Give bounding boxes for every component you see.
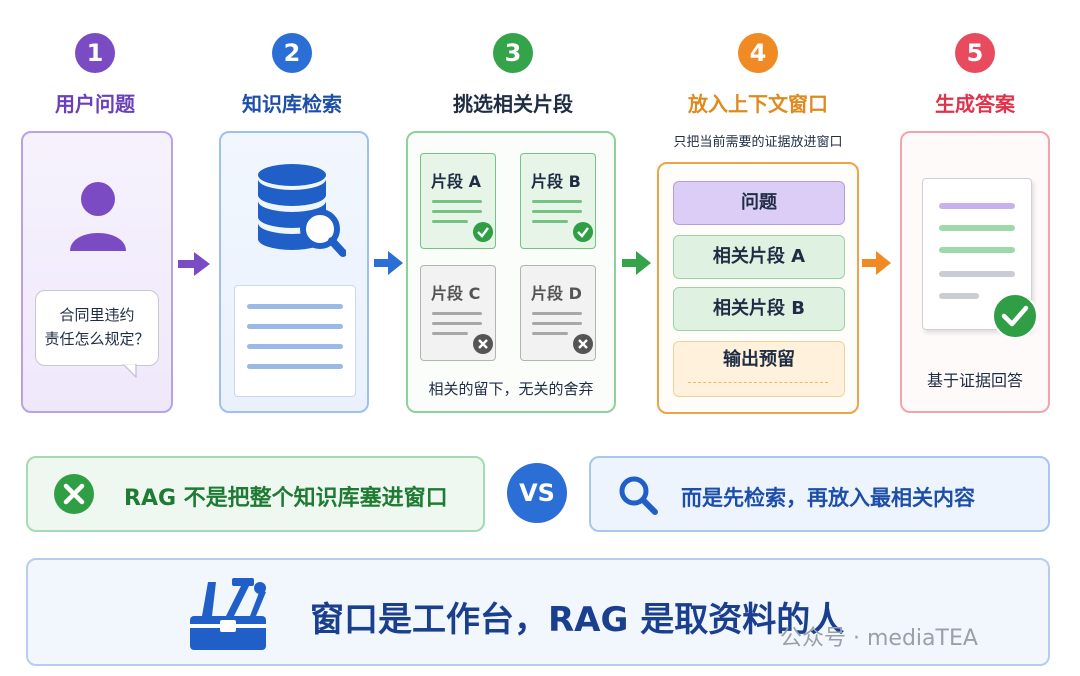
step-1-badge: 1 — [75, 33, 115, 73]
vs-badge: VS — [507, 463, 567, 523]
fragment-a-label: 片段 A — [431, 172, 481, 191]
fragment-b: 片段 B — [520, 153, 596, 249]
context-row-output-reserve: 输出预留 — [673, 341, 845, 397]
context-row-fragment-b: 相关片段 B — [673, 287, 845, 331]
toolbox-icon — [190, 578, 266, 650]
arrow-right-icon — [622, 251, 651, 275]
retrieve-first-text: 而是先检索，再放入最相关内容 — [681, 486, 975, 510]
fragment-caption: 相关的留下，无关的舍弃 — [428, 380, 594, 398]
context-row-fragment-a: 相关片段 A — [673, 235, 845, 279]
step-2-badge: 2 — [272, 33, 312, 73]
step-5-title: 生成答案 — [935, 92, 1015, 116]
not-stuff-everything-panel: RAG 不是把整个知识库塞进窗口 — [26, 456, 485, 532]
answer-caption: 基于证据回答 — [926, 371, 1023, 390]
context-window-card: 问题 相关片段 A 相关片段 B 输出预留 — [657, 162, 859, 414]
arrow-right-icon — [374, 251, 403, 275]
reject-icon — [473, 334, 493, 354]
fragment-c: 片段 C — [420, 265, 496, 361]
step-3-title: 挑选相关片段 — [453, 92, 573, 116]
check-icon — [473, 222, 493, 242]
question-line-1: 合同里违约 — [59, 306, 135, 324]
question-line-2: 责任怎么规定？ — [44, 330, 150, 348]
retrieve-first-panel: 而是先检索，再放入最相关内容 — [589, 456, 1050, 532]
watermark: 公众号 · mediaTEA — [780, 626, 978, 651]
step-1-title: 用户问题 — [55, 92, 135, 116]
cross-icon — [54, 474, 94, 514]
step-3-badge: 3 — [493, 33, 533, 73]
summary-banner: 窗口是工作台，RAG 是取资料的人 — [26, 558, 1050, 666]
not-stuff-everything-text: RAG 不是把整个知识库塞进窗口 — [124, 486, 448, 511]
context-row-question: 问题 — [673, 181, 845, 225]
arrow-right-icon — [862, 251, 891, 275]
output-reserve-label: 输出预留 — [723, 349, 795, 370]
bubble-tail — [122, 364, 137, 378]
fragment-a: 片段 A — [420, 153, 496, 249]
check-icon — [573, 222, 593, 242]
user-question-card: 合同里违约 责任怎么规定？ — [21, 131, 173, 413]
document-preview — [234, 285, 356, 397]
step-5-badge: 5 — [955, 33, 995, 73]
fragment-selection-card: 片段 A 片段 B 片段 C 片段 D 相关的留下，无关的舍弃 — [406, 131, 616, 413]
search-icon — [619, 476, 658, 515]
step-2-title: 知识库检索 — [242, 92, 342, 116]
knowledge-base-card — [219, 131, 369, 413]
arrow-right-icon — [178, 252, 210, 276]
fragment-d: 片段 D — [520, 265, 596, 361]
reject-icon — [573, 334, 593, 354]
context-window-note: 只把当前需要的证据放进窗口 — [673, 135, 843, 150]
step-4-badge: 4 — [738, 33, 778, 73]
verified-check-icon — [992, 293, 1038, 339]
fragment-c-label: 片段 C — [431, 284, 481, 303]
answer-card: 基于证据回答 — [900, 131, 1050, 413]
database-search-icon — [258, 164, 346, 257]
step-4-title: 放入上下文窗口 — [688, 92, 828, 116]
question-bubble: 合同里违约 责任怎么规定？ — [35, 290, 159, 366]
summary-text: 窗口是工作台，RAG 是取资料的人 — [310, 600, 845, 640]
user-icon — [70, 182, 126, 251]
fragment-b-label: 片段 B — [531, 172, 581, 191]
fragment-d-label: 片段 D — [531, 284, 582, 303]
